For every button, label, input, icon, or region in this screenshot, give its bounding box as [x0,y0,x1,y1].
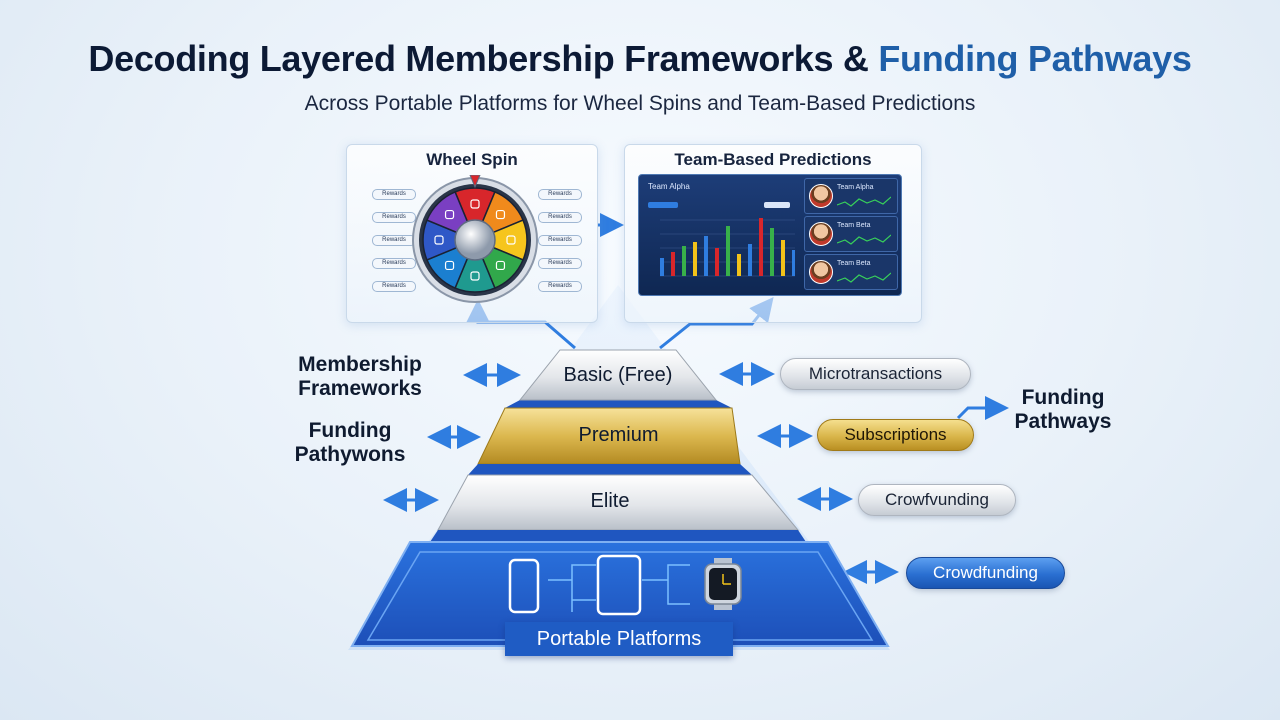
right-wheel-label: Rewards [538,281,582,292]
wheel-pointer-icon [469,175,481,189]
wheel-segment-icon [495,209,506,220]
chart-bar [693,242,697,276]
chart-bar [748,244,752,276]
left-wheel-label: Rewards [372,258,416,269]
team-trend-sparkline [837,272,891,283]
right-wheel-label: Rewards [538,212,582,223]
page-subtitle: Across Portable Platforms for Wheel Spin… [304,92,976,115]
funding-pill-crowdfunding[interactable]: Crowdfunding [906,557,1065,589]
dashboard-toggle [764,202,790,208]
wheel-segment-icon [470,271,480,281]
chart-bar [770,228,774,276]
tier-divider-2 [468,464,752,475]
left-wheel-label: Rewards [372,212,416,223]
wheel-spin-title: Wheel Spin [426,150,518,169]
funding-pill-subscriptions[interactable]: Subscriptions [817,419,974,451]
chart-bar [759,218,763,276]
team-name: Team Beta [837,260,871,267]
tier-base-inner-border [366,551,874,641]
avatar-icon [809,222,833,246]
chart-bar [715,248,719,276]
tier-portable-platforms [350,541,890,647]
right-wheel-label: Rewards [538,258,582,269]
team-trend-sparkline [837,196,891,207]
device-network-lines [548,564,690,612]
team-card[interactable]: Team Beta [804,216,898,252]
wheel-segment-icon [434,235,444,245]
funding-pill-crowfvunding[interactable]: Crowfvunding [858,484,1016,516]
prize-wheel[interactable] [410,175,540,305]
tier-basic[interactable] [518,349,718,401]
smartwatch-icon [704,558,742,610]
chart-bar [792,250,795,276]
prediction-bar-chart [660,218,795,277]
team-card[interactable]: Team Beta [804,254,898,290]
right-wheel-label: Rewards [538,235,582,246]
team-trend-sparkline [837,234,891,245]
avatar-icon [809,260,833,284]
funding-pathways-label: Funding Pathways [1014,386,1112,433]
team-name: Team Alpha [837,184,874,191]
wheel-hub[interactable] [454,219,496,261]
funding-pathywons-label: Funding Pathywons [294,419,406,466]
funding-pill-microtransactions[interactable]: Microtransactions [780,358,971,390]
right-wheel-label: Rewards [538,189,582,200]
page-title: Decoding Layered Membership Frameworks &… [0,38,1280,80]
chart-bar [726,226,730,276]
team-card[interactable]: Team Alpha [804,178,898,214]
wheel-segment-icon [506,235,516,245]
title-main-text: Decoding Layered Membership Frameworks & [88,38,879,79]
wheel-segment-icon [444,260,455,271]
smartphone-icon [508,558,540,614]
wheel-segment-icon [444,209,455,220]
tablet-icon [596,554,642,616]
left-wheel-label: Rewards [372,189,416,200]
tier-label-elite: Elite [590,490,630,512]
chart-bar [682,246,686,276]
tier-divider-3 [430,530,806,542]
chart-bar [737,254,741,276]
chart-bar [781,240,785,276]
tier-divider-1 [505,400,732,408]
left-wheel-label: Rewards [372,281,416,292]
chart-bar [660,258,664,276]
avatar-icon [809,184,833,208]
chart-bar [671,252,675,276]
dashboard-title: Team Alpha [648,182,690,191]
dashboard-tag [648,202,678,208]
membership-frameworks-label: Membership Frameworks [298,353,422,400]
tier-label-basic-free: Basic (Free) [563,364,673,386]
wheel-segment-icon [470,199,480,209]
wheel-segment-icon [495,260,506,271]
chart-bar [704,236,708,276]
arrow-to-funding-pathways [956,396,1009,420]
portable-platforms-label: Portable Platforms [505,622,733,656]
predictions-title: Team-Based Predictions [674,150,872,169]
title-highlight-text: Funding Pathways [878,38,1192,79]
tier-label-premium: Premium [578,424,659,446]
team-name: Team Beta [837,222,871,229]
